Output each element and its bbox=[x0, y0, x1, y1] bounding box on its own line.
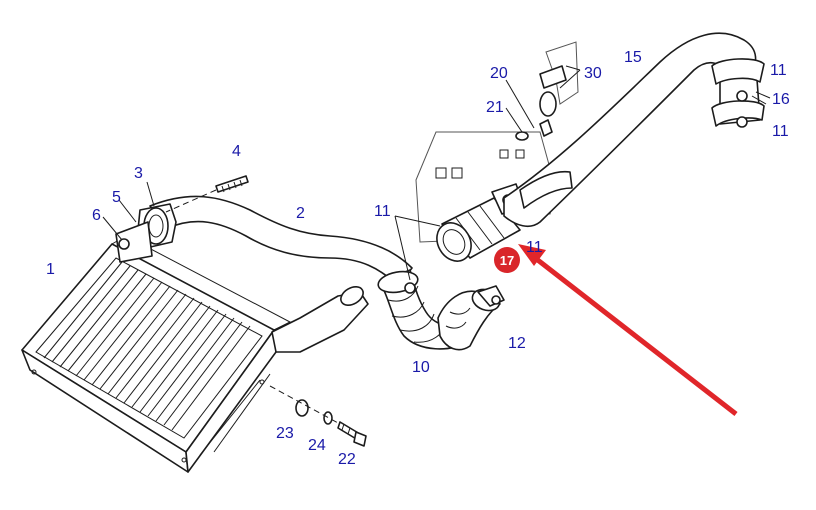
flange-3 bbox=[115, 203, 177, 263]
callout-4: 4 bbox=[232, 143, 241, 160]
isolator-mount bbox=[515, 41, 579, 141]
callout-10: 10 bbox=[412, 359, 430, 376]
bolt-assembly bbox=[269, 385, 367, 447]
callout-30: 30 bbox=[584, 65, 602, 82]
callout-21: 21 bbox=[486, 99, 504, 116]
callout-24: 24 bbox=[308, 437, 326, 454]
callout-3: 3 bbox=[134, 165, 143, 182]
stud-4 bbox=[165, 175, 249, 213]
callout-2: 2 bbox=[296, 205, 305, 222]
intercooler-core bbox=[21, 235, 301, 473]
callout-22: 22 bbox=[338, 451, 356, 468]
callout-23: 23 bbox=[276, 425, 294, 442]
callout-11-mid: 11 bbox=[526, 239, 543, 256]
pipe-2 bbox=[149, 195, 413, 287]
hose-12 bbox=[437, 285, 505, 351]
callout-1: 1 bbox=[46, 261, 55, 278]
intercooler-fins bbox=[43, 261, 251, 431]
callout-20: 20 bbox=[490, 65, 508, 82]
callout-15: 15 bbox=[624, 49, 642, 66]
hose-16 bbox=[711, 58, 767, 128]
callout-12: 12 bbox=[508, 335, 526, 352]
callout-5: 5 bbox=[112, 189, 121, 206]
highlight-badge: 17 bbox=[494, 247, 520, 273]
outlet-tank bbox=[271, 286, 369, 353]
highlight-badge-text: 17 bbox=[500, 253, 514, 268]
leader-lines bbox=[102, 65, 771, 281]
callout-16: 16 bbox=[772, 91, 790, 108]
callout-11-bottom: 11 bbox=[772, 123, 789, 140]
callout-11-top: 11 bbox=[770, 62, 787, 79]
highlight-arrow bbox=[518, 244, 738, 416]
callout-11-left: 11 bbox=[374, 203, 391, 220]
callout-6: 6 bbox=[92, 207, 101, 224]
